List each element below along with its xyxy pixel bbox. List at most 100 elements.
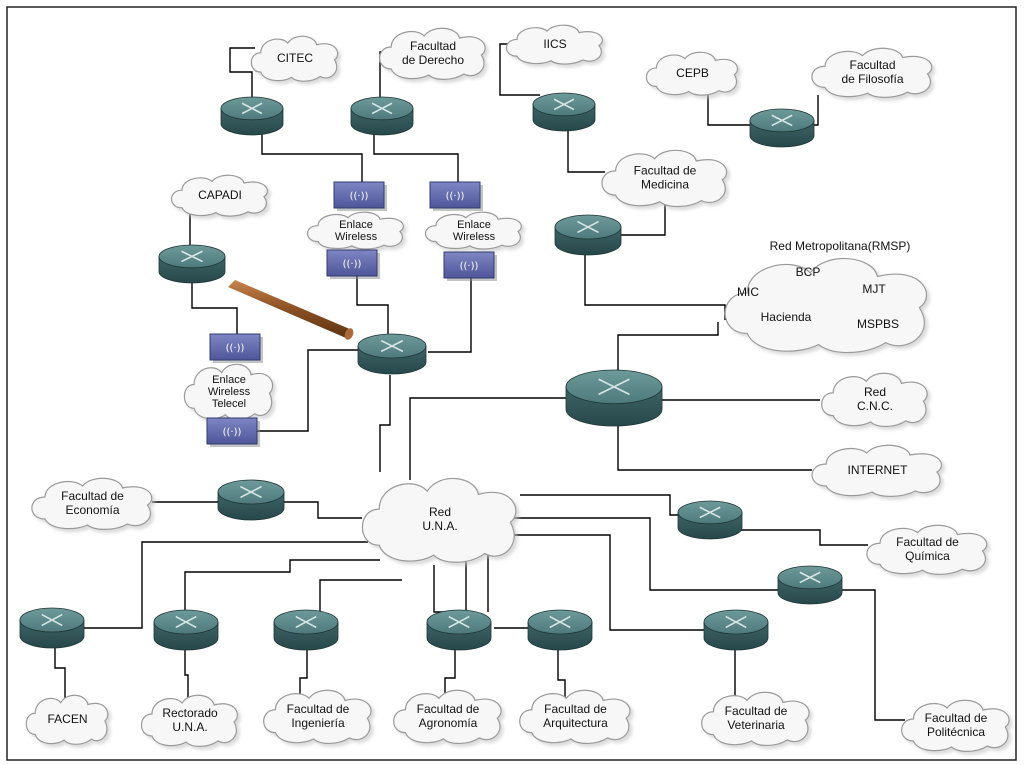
- cloud-facultad-economia-text: Facultad de: [61, 489, 124, 503]
- cloud-cepb-text: CEPB: [676, 66, 709, 80]
- wireless-ap-1-symbol: ((·)): [350, 191, 369, 202]
- router-derecho: [350, 96, 414, 136]
- router-ingenieria: [273, 609, 339, 651]
- router-filosofia: [749, 108, 815, 148]
- metro-member-bcp: BCP: [796, 265, 821, 279]
- wireless-ap-1: ((·)): [333, 181, 387, 211]
- cloud-red-cnc-text: Red: [864, 385, 886, 399]
- metro-member-mjt: MJT: [862, 282, 886, 296]
- router-medicina: [554, 214, 622, 256]
- router-central-wireless: [357, 333, 427, 375]
- cloud-facultad-derecho-text: Facultad: [410, 39, 456, 53]
- router-rectorado: [153, 609, 219, 651]
- cloud-cepb: CEPB: [645, 51, 739, 96]
- cloud-facultad-veterinaria-text: Veterinaria: [727, 718, 785, 732]
- cloud-enlace-wireless-2-text: Wireless: [453, 231, 496, 243]
- cloud-red-metropolitana: Red Metropolitana(RMSP) BCP MIC MJT Hacienda…: [724, 239, 928, 354]
- cloud-capadi: CAPADI: [170, 174, 268, 217]
- router-main: [565, 369, 663, 427]
- cloud-enlace-wireless-1-text: Wireless: [335, 231, 378, 243]
- cloud-facen: FACEN: [25, 694, 109, 745]
- cloud-facultad-filosofia-text: de Filosofía: [841, 72, 903, 86]
- cloud-enlace-wireless-1-text: Enlace: [339, 219, 373, 231]
- cloud-red-una-text: Red: [429, 505, 451, 519]
- cloud-facultad-politecnica-text: Facultad de: [925, 711, 988, 725]
- cloud-iics-text: IICS: [543, 37, 566, 51]
- metro-member-mspbs: MSPBS: [857, 317, 899, 331]
- cloud-rectorado-una-text: Rectorado: [162, 706, 218, 720]
- cloud-red-una-text: U.N.A.: [422, 519, 457, 533]
- metro-member-hacienda: Hacienda: [761, 310, 812, 324]
- wireless-ap-4: ((·)): [443, 251, 497, 281]
- cloud-facultad-veterinaria-text: Facultad de: [725, 704, 788, 718]
- router-quimica: [677, 500, 743, 540]
- router-economia: [217, 479, 285, 521]
- cloud-facultad-ingenieria-text: Ingeniería: [291, 716, 345, 730]
- wireless-ap-5: ((·)): [209, 333, 263, 363]
- cloud-iics: IICS: [505, 24, 603, 65]
- router-citec: [220, 96, 284, 136]
- cloud-enlace-wireless-telecel-text: Enlace: [212, 374, 246, 386]
- cloud-facultad-medicina-text: Medicina: [641, 178, 689, 192]
- wireless-ap-2-symbol: ((·)): [446, 191, 465, 202]
- router-facen: [19, 607, 85, 649]
- cloud-capadi-text: CAPADI: [198, 188, 242, 202]
- cloud-internet-text: INTERNET: [848, 463, 909, 477]
- metro-title: Red Metropolitana(RMSP): [770, 239, 911, 253]
- cloud-facultad-ingenieria-text: Facultad de: [287, 702, 350, 716]
- cloud-citec: CITEC: [250, 35, 339, 82]
- cloud-internet: INTERNET: [811, 444, 943, 497]
- cloud-rectorado-una-text: U.N.A.: [172, 720, 207, 734]
- router-capadi: [158, 244, 226, 284]
- cloud-facultad-politecnica-text: Politécnica: [927, 725, 985, 739]
- metro-member-mic: MIC: [737, 285, 759, 299]
- cloud-facultad-medicina-text: Facultad de: [634, 164, 697, 178]
- wireless-ap-3-symbol: ((·)): [343, 259, 362, 270]
- cloud-facultad-filosofia-text: Facultad: [849, 58, 895, 72]
- cloud-enlace-wireless-telecel-text: Wireless: [208, 386, 251, 398]
- cloud-facen-text: FACEN: [47, 712, 87, 726]
- leased-link-pipe: [228, 280, 354, 340]
- cloud-facultad-agronomia-text: Agronomía: [419, 716, 478, 730]
- cloud-red-cnc-text: C.N.C.: [857, 399, 893, 413]
- router-politecnica: [777, 565, 843, 605]
- cloud-facultad-quimica-text: Química: [905, 549, 950, 563]
- cloud-citec-text: CITEC: [277, 51, 313, 65]
- wireless-ap-6: ((·)): [206, 417, 260, 447]
- wireless-ap-6-symbol: ((·)): [223, 427, 242, 438]
- wireless-ap-4-symbol: ((·)): [460, 261, 479, 272]
- wireless-ap-2: ((·)): [429, 181, 483, 211]
- cloud-facultad-economia-text: Economía: [65, 503, 119, 517]
- router-agronomia: [426, 609, 492, 651]
- wireless-ap-5-symbol: ((·)): [226, 343, 245, 354]
- cloud-facultad-agronomia-text: Facultad de: [417, 702, 480, 716]
- router-veterinaria: [703, 609, 769, 651]
- router-arquitectura: [527, 609, 593, 651]
- cloud-facultad-arquitectura-text: Arquitectura: [543, 716, 608, 730]
- cloud-enlace-wireless-2-text: Enlace: [457, 219, 491, 231]
- diagram-frame: [6, 6, 1017, 761]
- wireless-ap-3: ((·)): [326, 249, 380, 279]
- cloud-facultad-arquitectura-text: Facultad de: [544, 702, 607, 716]
- cloud-facultad-derecho-text: de Derecho: [402, 53, 464, 67]
- cloud-enlace-wireless-telecel-text: Telecel: [212, 398, 246, 410]
- router-iics: [532, 92, 596, 132]
- cloud-facultad-quimica-text: Facultad de: [896, 535, 959, 549]
